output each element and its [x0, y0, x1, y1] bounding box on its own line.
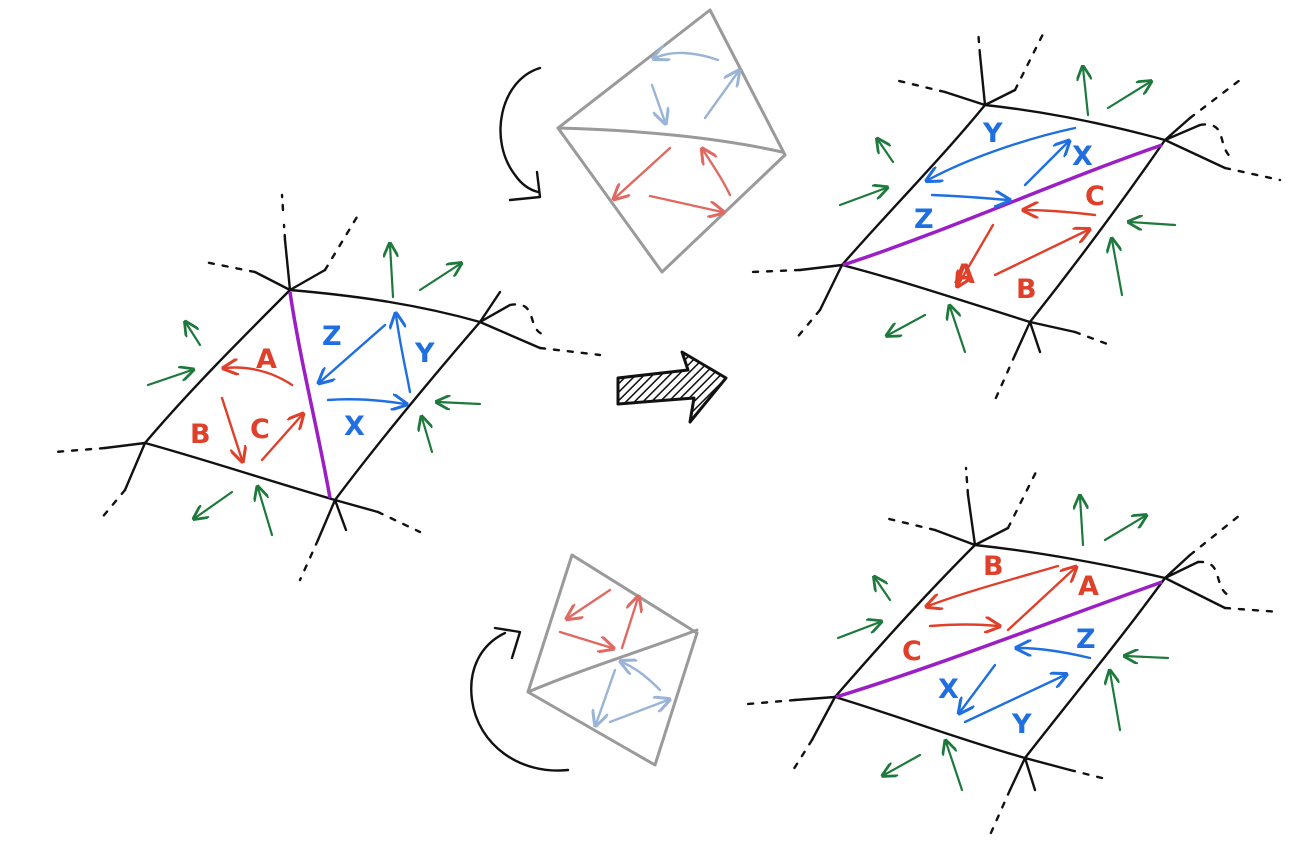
right-arrow-icon — [616, 350, 728, 424]
bottom-pale-red-arrows — [558, 588, 638, 648]
top-rotated-quad — [499, 8, 787, 274]
top-right-blue-arrows — [928, 126, 1077, 200]
bottom-right-diagonal-edge — [835, 580, 1163, 699]
top-right-quad-edges — [750, 28, 1282, 402]
left-green-arrows — [146, 245, 482, 537]
label-x: X — [1072, 141, 1093, 172]
label-y: Y — [982, 118, 1003, 149]
top-pale-blue-arrows — [652, 53, 738, 122]
label-x: X — [344, 411, 365, 442]
top-rotated-quad-edges — [556, 8, 787, 274]
bottom-right-quad-edges — [746, 466, 1282, 837]
curved-arrow-icon — [470, 626, 570, 772]
bottom-right-labels: A B C X Y Z — [902, 551, 1099, 740]
top-pale-red-arrows — [615, 148, 732, 212]
label-z: Z — [322, 321, 342, 352]
label-z: Z — [1076, 624, 1096, 655]
label-a: A — [1078, 571, 1099, 602]
left-quad-edges — [53, 193, 602, 582]
bottom-rotated-quad — [470, 553, 699, 772]
top-right-quad: A B C X Y Z — [750, 28, 1282, 402]
bottom-pale-blue-arrows — [596, 662, 668, 724]
label-x: X — [938, 674, 959, 705]
bottom-right-red-arrows — [928, 566, 1075, 630]
bottom-right-quad: A B C X Y Z — [746, 466, 1282, 837]
left-quad: A B C X Y Z — [53, 193, 602, 582]
label-z: Z — [914, 204, 934, 235]
label-a: A — [954, 259, 975, 290]
left-red-arrows — [220, 368, 302, 460]
top-right-labels: A B C X Y Z — [914, 118, 1105, 305]
label-c: C — [1085, 181, 1105, 212]
bottom-right-blue-arrows — [960, 648, 1092, 724]
top-right-red-arrows — [958, 210, 1097, 285]
label-b: B — [1016, 274, 1037, 305]
top-right-green-arrows — [838, 68, 1177, 354]
label-c: C — [250, 414, 270, 445]
label-b: B — [983, 551, 1004, 582]
label-b: B — [190, 419, 211, 450]
left-labels: A B C X Y Z — [190, 321, 435, 450]
bottom-rotated-quad-edges — [526, 553, 699, 767]
bottom-right-green-arrows — [836, 497, 1170, 792]
left-blue-arrows — [320, 315, 412, 404]
label-y: Y — [414, 338, 435, 369]
curved-arrow-icon — [499, 66, 542, 202]
label-c: C — [902, 636, 922, 667]
left-diagonal-edge — [288, 291, 332, 499]
label-y: Y — [1011, 709, 1032, 740]
label-a: A — [256, 344, 277, 375]
